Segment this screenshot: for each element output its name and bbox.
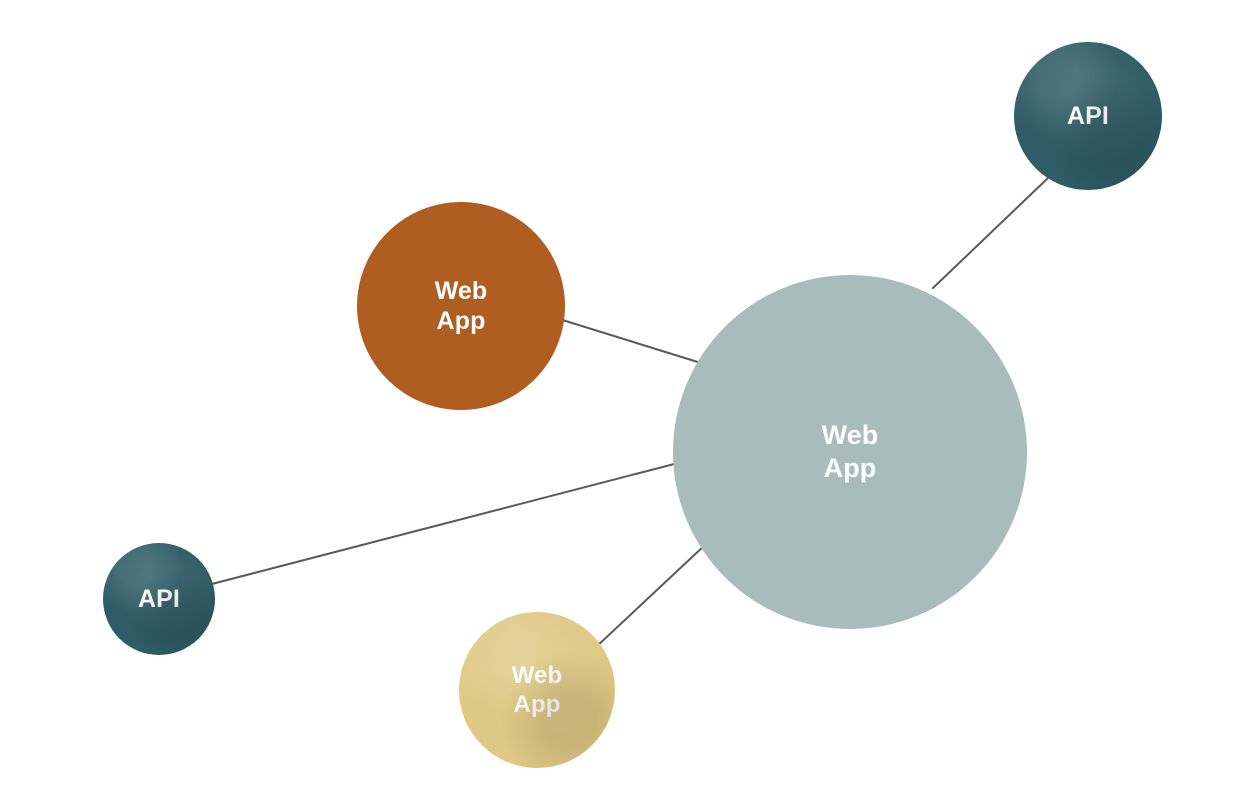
node-label: Web App: [821, 420, 879, 483]
graph-edge[interactable]: [932, 177, 1049, 289]
graph-node-web-app-orange[interactable]: Web App: [357, 202, 565, 410]
graph-edge[interactable]: [555, 317, 702, 364]
graph-node-hub-web-app[interactable]: Web App: [673, 275, 1027, 629]
node-label: API: [138, 584, 180, 613]
node-label: API: [1067, 101, 1109, 130]
node-label: Web App: [511, 661, 563, 718]
graph-edge[interactable]: [595, 544, 706, 648]
node-label: Web App: [434, 276, 488, 336]
graph-node-api-top-right[interactable]: API: [1014, 42, 1162, 190]
graph-node-web-app-yellow[interactable]: Web App: [459, 612, 615, 768]
graph-node-api-bottom-left[interactable]: API: [103, 543, 215, 655]
graph-edge[interactable]: [207, 462, 679, 586]
